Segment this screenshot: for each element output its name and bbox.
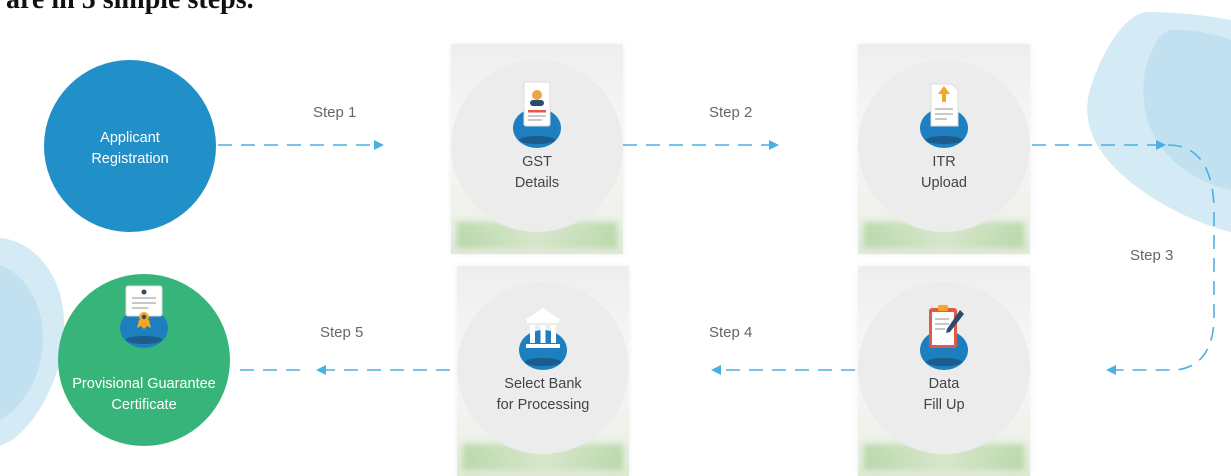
select-bank-label: Select Bank for Processing xyxy=(496,376,590,413)
step1-label: Step 1 xyxy=(313,104,357,121)
data-fill-up-label: Data Fill Up xyxy=(923,376,965,413)
step5-label: Step 5 xyxy=(320,324,364,341)
decor-blob-left-inner xyxy=(0,265,44,420)
select-bank-node: Select Bank for Processing xyxy=(457,282,629,454)
bank-building-icon xyxy=(519,308,567,370)
clipboard-pen-icon xyxy=(920,305,968,370)
data-fill-up-node: Data Fill Up xyxy=(858,282,1030,454)
certificate-node: Provisional Guarantee Certificate xyxy=(58,274,230,446)
page-heading: are in 5 simple steps. xyxy=(6,0,254,16)
flow-connectors xyxy=(0,12,1231,446)
step4-label: Step 4 xyxy=(709,324,753,341)
gst-details-label: GST Details xyxy=(514,154,560,191)
gst-details-node: GST Details xyxy=(451,60,623,232)
itr-upload-label: ITR Upload xyxy=(921,154,967,191)
id-document-icon xyxy=(513,81,561,148)
step2-label: Step 2 xyxy=(709,104,753,121)
step3-curve xyxy=(1106,144,1215,375)
itr-upload-node: ITR Upload xyxy=(858,60,1030,232)
upload-document-icon xyxy=(920,83,968,148)
certificate-label: Provisional Guarantee Certificate xyxy=(72,376,216,413)
applicant-registration-node: Applicant Registration xyxy=(44,60,216,232)
applicant-registration-label: Applicant Registration xyxy=(91,130,169,167)
certificate-icon xyxy=(120,285,168,348)
step3-label: Step 3 xyxy=(1130,247,1174,264)
